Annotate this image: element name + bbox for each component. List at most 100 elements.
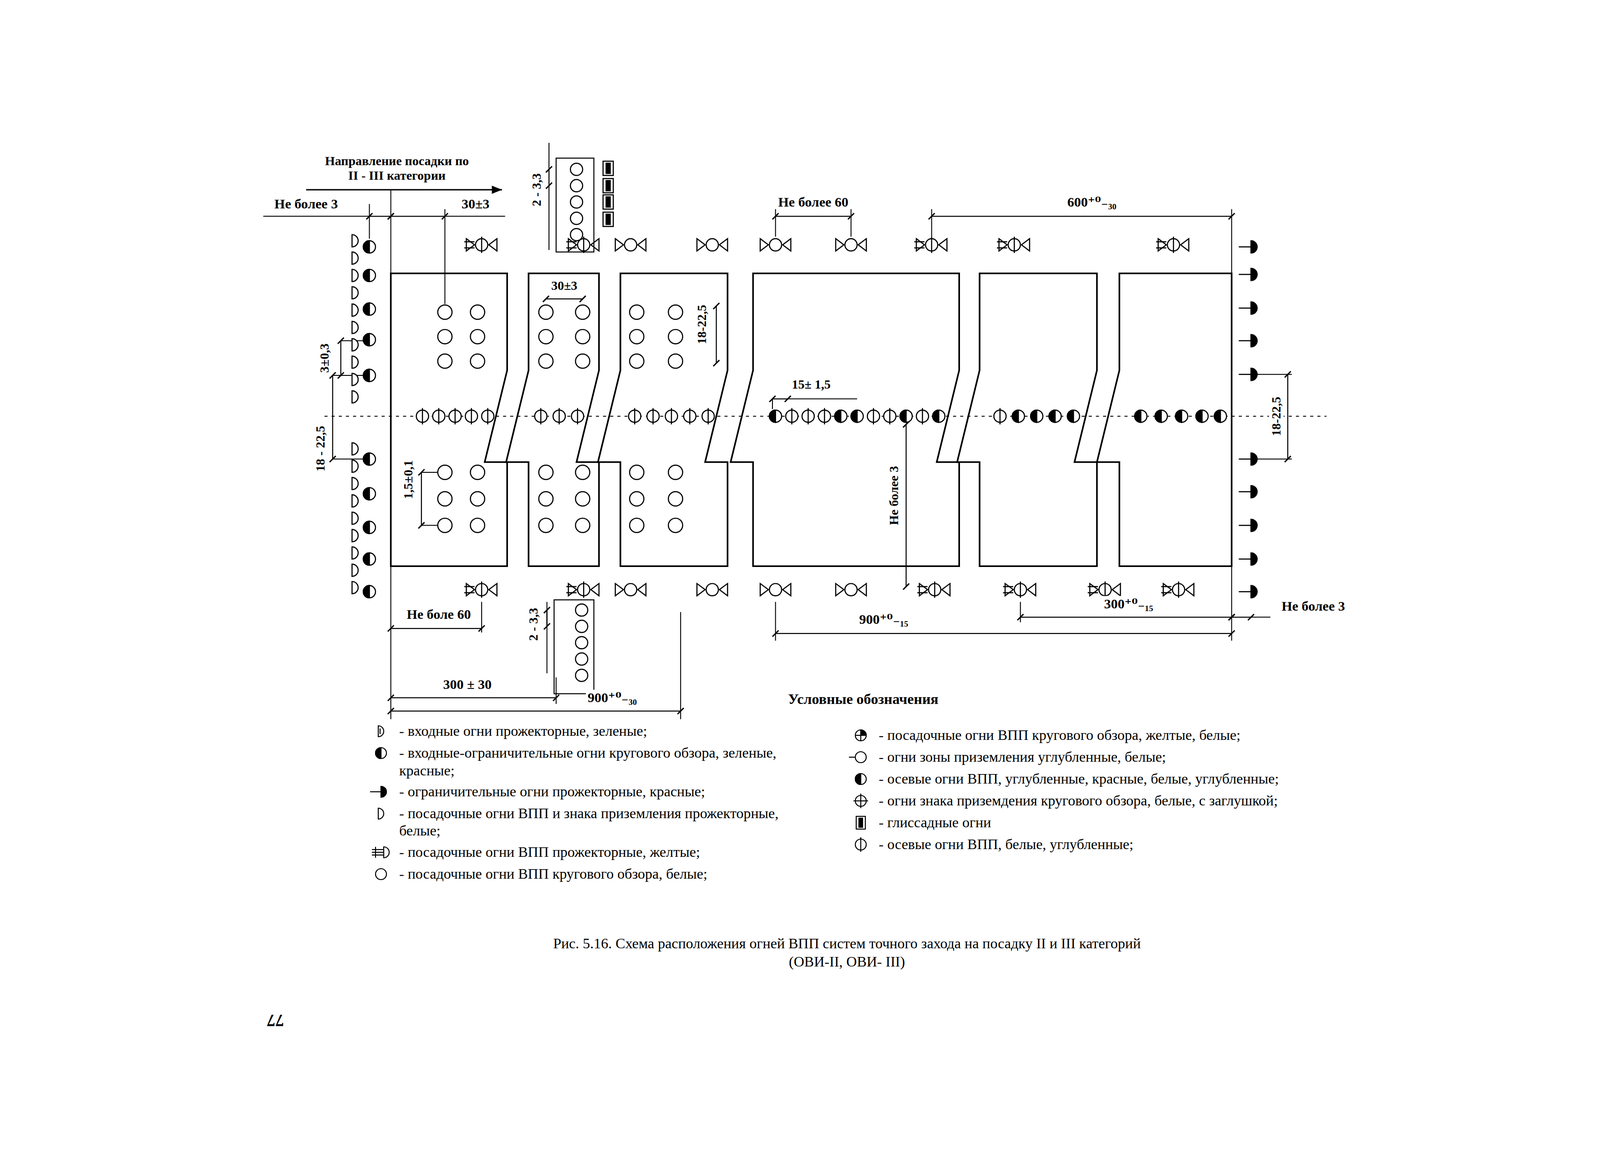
legend-entry: - посадочные огни ВПП кругового обзора, … (367, 865, 823, 884)
light-symbol (416, 408, 429, 425)
dimension-line (391, 628, 483, 630)
legend-entry: - огни знака приземдения кругового обзор… (847, 792, 1417, 811)
light-stroke (689, 408, 691, 425)
light-shape (834, 410, 841, 423)
light-stroke (1238, 524, 1251, 526)
light-stroke (889, 408, 891, 425)
light-stroke (1019, 581, 1021, 599)
dimension-tick (543, 607, 550, 614)
light-stroke (1250, 240, 1252, 254)
light-circle (363, 333, 376, 346)
light-symbol (855, 730, 867, 742)
light-stroke (860, 793, 862, 809)
dimension-label: 18-22,5 (1269, 394, 1284, 438)
light-circle (575, 636, 588, 650)
light-symbol (899, 410, 913, 423)
light-symbol (351, 252, 358, 265)
light-stroke (1250, 485, 1252, 498)
light-circle (769, 583, 782, 596)
light-symbol (668, 465, 683, 480)
light-shape (1027, 583, 1036, 596)
light-symbol (351, 564, 358, 577)
light-symbol (1238, 334, 1257, 347)
light-circle (470, 465, 485, 480)
light-stroke (1238, 458, 1251, 460)
light-shape (378, 808, 384, 820)
light-shape (1163, 583, 1172, 596)
dimension-label: 15± 1,5 (789, 377, 833, 392)
light-symbol (1195, 410, 1209, 423)
light-stroke (1013, 236, 1015, 254)
extension-line (546, 602, 548, 674)
light-symbol (351, 321, 358, 334)
legend-entry: - глиссадные огни (847, 813, 1417, 833)
light-symbol (914, 236, 948, 254)
light-shape (637, 583, 646, 596)
light-symbol (363, 585, 376, 599)
light-symbol (1134, 410, 1148, 423)
light-circle (363, 553, 376, 566)
legend-text: - осевые огни ВПП, белые, углубленные; (878, 835, 1134, 854)
legend-symbol (367, 782, 395, 802)
dimension-line (931, 215, 1232, 217)
light-circle (437, 465, 453, 480)
light-circle (363, 585, 376, 599)
light-shape (1250, 585, 1257, 599)
light-symbol (351, 338, 358, 351)
light-stroke (791, 408, 793, 425)
light-stroke (914, 241, 925, 243)
light-shape (932, 410, 939, 423)
extension-line (332, 458, 364, 460)
light-shape (568, 583, 577, 596)
light-symbol (856, 816, 866, 830)
light-circle (470, 329, 485, 344)
light-symbol (375, 868, 387, 880)
extension-line (787, 398, 858, 400)
light-stroke (566, 241, 577, 243)
legend-symbol (367, 865, 395, 884)
light-circle (538, 329, 554, 344)
light-shape (615, 583, 624, 596)
light-shape (351, 373, 358, 387)
light-stroke (1250, 334, 1252, 347)
legend-entry: - входные-ограничительные огни кругового… (367, 744, 823, 780)
light-symbol (1238, 368, 1257, 381)
light-circle (575, 354, 590, 369)
light-symbol (363, 553, 376, 566)
light-symbol (437, 492, 453, 507)
light-shape (1250, 240, 1257, 254)
light-shape (378, 726, 384, 737)
light-symbol (351, 373, 358, 387)
light-symbol (883, 408, 896, 425)
light-symbol (575, 604, 588, 617)
light-symbol (1238, 519, 1257, 532)
runway-lights (351, 157, 1257, 694)
light-symbol (851, 410, 864, 423)
light-stroke (917, 592, 928, 594)
light-shape (1048, 410, 1055, 423)
light-stroke (464, 247, 475, 249)
legend-entry: - огни зоны приземления углубленные, бел… (847, 748, 1417, 767)
papi-lamp (606, 197, 611, 208)
light-shape (351, 304, 358, 317)
light-shape (351, 477, 358, 490)
light-symbol (538, 329, 554, 344)
light-stroke (379, 728, 381, 735)
dimension-tick (713, 360, 720, 366)
light-symbol (629, 492, 644, 507)
light-shape (351, 234, 358, 248)
light-shape (488, 583, 498, 596)
light-symbol (1238, 268, 1257, 281)
light-circle (629, 329, 644, 344)
legend-heading: Условные обозначения (786, 690, 940, 708)
extension-line (775, 602, 777, 641)
light-symbol (867, 408, 880, 425)
light-symbol (1238, 485, 1257, 498)
light-symbol (1175, 410, 1188, 423)
light-symbol (351, 529, 358, 543)
light-circle (363, 303, 376, 316)
light-circle (1067, 410, 1080, 423)
light-symbol (538, 304, 554, 320)
dimension-line (772, 398, 788, 400)
light-shape (351, 460, 358, 473)
